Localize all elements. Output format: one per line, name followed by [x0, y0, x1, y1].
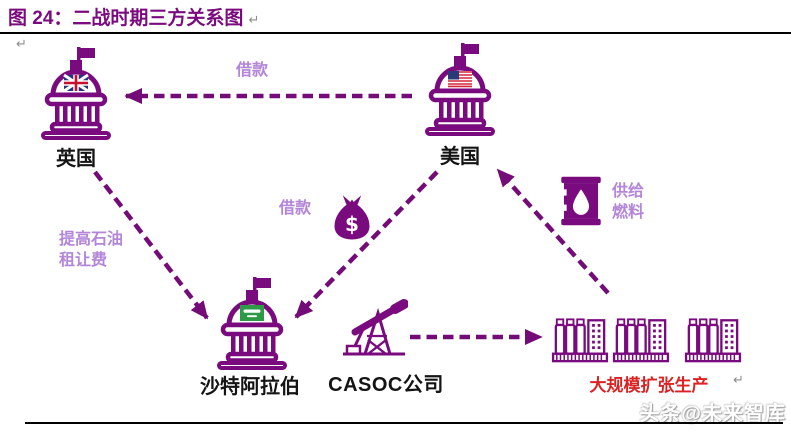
figure-number: 图 24：: [8, 8, 73, 29]
concession-edge-label: 提高石油 租让费: [59, 229, 123, 271]
concession-edge-label-line1: 提高石油: [59, 231, 124, 248]
uk-capitol-icon: [33, 47, 119, 141]
watermark: 头条@未来智库: [639, 403, 786, 425]
return-mark-icon: ↵: [733, 372, 744, 387]
loan-top-edge-label: 借款: [236, 62, 269, 79]
figure-title: 二战时期三方关系图: [72, 8, 244, 29]
saudi-flag: [240, 305, 264, 321]
uk-flag: [63, 73, 89, 93]
bottom-divider: [25, 422, 783, 424]
factory-icon-2: [612, 318, 670, 363]
saudi-capitol-icon: [209, 277, 295, 371]
production-label: 大规模扩张生产: [589, 376, 709, 395]
factory-icon-1: [551, 318, 609, 363]
loan-mid-edge-label: 借款: [279, 200, 312, 217]
us-node-label: 美国: [440, 146, 480, 168]
fuel-edge-label: 供给 燃料: [612, 181, 644, 223]
us-flag: [448, 71, 472, 88]
money-bag-icon: $: [334, 195, 370, 240]
figure-title-row: 图 24：二战时期三方关系图 ↵: [8, 3, 259, 30]
casoc-node-label: CASOC公司: [328, 374, 444, 396]
factory-icon-3: [684, 318, 742, 363]
saudi-node-label: 沙特阿拉伯: [200, 376, 300, 398]
oil-droplet: [572, 189, 590, 215]
top-divider: [0, 32, 791, 34]
oil-drum-icon: [561, 176, 601, 226]
return-mark-icon: ↵: [16, 36, 27, 51]
fuel-edge-label-line2: 燃料: [612, 204, 645, 221]
oil-pumpjack-icon: [343, 299, 408, 356]
us-capitol-icon: [417, 43, 503, 137]
fuel-edge-label-line1: 供给: [612, 183, 645, 200]
dollar-symbol: $: [345, 212, 359, 236]
uk-node-label: 英国: [56, 148, 96, 170]
return-mark-icon: ↵: [248, 12, 260, 27]
concession-edge-label-line2: 租让费: [59, 252, 108, 269]
